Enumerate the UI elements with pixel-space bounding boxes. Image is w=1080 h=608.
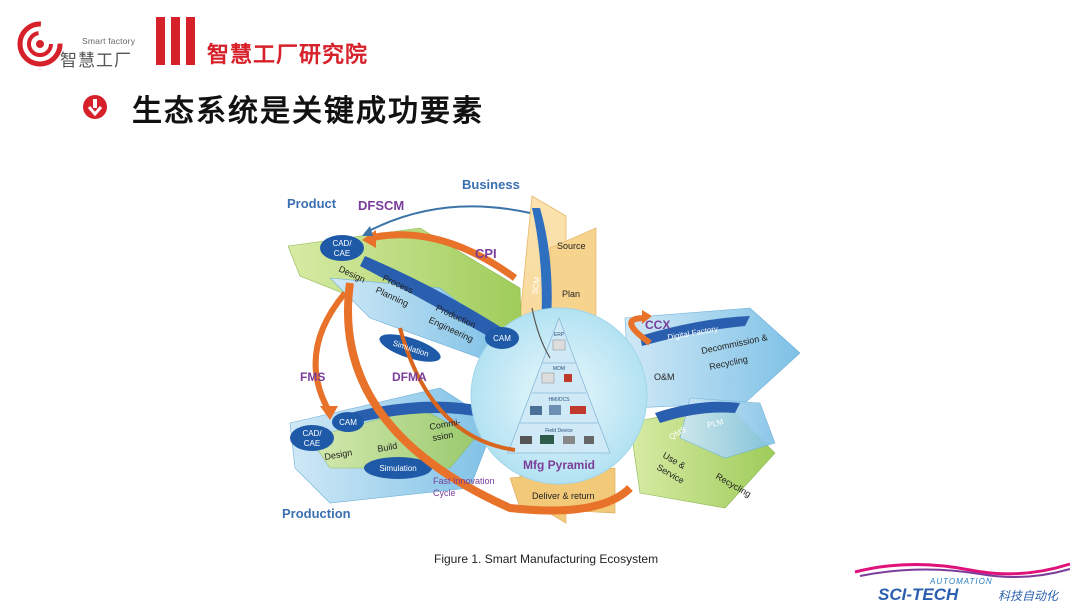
fast-innovation-arrow bbox=[344, 282, 633, 515]
source-label: Source bbox=[557, 241, 586, 251]
title-bullet-icon bbox=[83, 95, 107, 119]
dfma-label: DFMA bbox=[392, 370, 427, 384]
cad-cae-top-line2: CAE bbox=[334, 249, 350, 258]
institute-name: 智慧工厂研究院 bbox=[207, 43, 369, 68]
cam-ellipse-top bbox=[485, 327, 519, 349]
simulation-ellipse-bottom bbox=[364, 457, 432, 479]
field-device-icon-4 bbox=[584, 436, 594, 444]
build-label: Build bbox=[377, 441, 398, 454]
cad-cae-ellipse-bottom bbox=[290, 425, 334, 451]
production-blue-streak bbox=[350, 401, 490, 423]
cam-top-label: CAM bbox=[493, 334, 511, 343]
dfscm-arrow bbox=[364, 205, 531, 234]
fast-innovation-line1: Fast Innovation bbox=[433, 476, 495, 486]
field-device-label: Field Device bbox=[545, 428, 573, 434]
erp-label: ERP bbox=[554, 332, 565, 338]
field-device-icon-3 bbox=[563, 436, 575, 444]
service-blue-streak-bottom bbox=[655, 401, 740, 423]
dfscm-label: DFSCM bbox=[358, 198, 404, 213]
deliver-return-label: Deliver & return bbox=[532, 491, 595, 501]
dfma-arrow bbox=[398, 327, 516, 452]
brand-automation-text: AUTOMATION bbox=[929, 577, 993, 586]
ccx-label: CCX bbox=[645, 318, 670, 332]
cad-cae-bottom-line1: CAD/ bbox=[302, 429, 322, 438]
mom-label: MOM bbox=[553, 366, 565, 372]
cad-cae-top-line1: CAD/ bbox=[332, 239, 352, 248]
simulation-ellipse-top bbox=[379, 334, 441, 362]
smart-manufacturing-ecosystem-diagram: Business Product DFSCM CPI FMS DFMA CCX … bbox=[282, 177, 801, 524]
cam-ellipse-bottom bbox=[332, 412, 364, 432]
sci-tech-brand-logo: AUTOMATION SCI-TECH 科技自动化 bbox=[854, 562, 1071, 604]
dfscm-arrowhead bbox=[362, 226, 373, 236]
simulation-bottom-label: Simulation bbox=[379, 464, 416, 473]
plan-label: Plan bbox=[562, 289, 580, 299]
design-bottom-label: Design bbox=[324, 447, 353, 462]
field-device-icon-2 bbox=[540, 435, 554, 444]
logo-chinese-text: 智慧工厂 bbox=[60, 51, 132, 71]
erp-device-icon bbox=[552, 339, 566, 351]
figure-caption: Figure 1. Smart Manufacturing Ecosystem bbox=[434, 552, 659, 566]
scm-label: SCM bbox=[530, 276, 542, 295]
field-device-icon bbox=[520, 436, 532, 444]
cpi-label: CPI bbox=[475, 246, 497, 261]
hmi-red-device-icon bbox=[570, 406, 586, 414]
smart-factory-logo bbox=[17, 21, 63, 67]
production-label: Production bbox=[282, 506, 351, 521]
fms-arrowhead bbox=[320, 406, 338, 420]
mom-device-icon bbox=[541, 372, 555, 384]
mom-red-device-icon bbox=[564, 374, 572, 382]
cpi-arrow bbox=[369, 231, 518, 281]
commission-line2: ssion bbox=[432, 429, 454, 442]
fms-arrow bbox=[312, 291, 348, 415]
ccx-arrow bbox=[628, 315, 652, 346]
pyramid-shape bbox=[507, 316, 611, 454]
brand-swoosh-icon bbox=[854, 562, 1071, 576]
product-label: Product bbox=[287, 196, 337, 211]
cad-cae-ellipse-top bbox=[320, 235, 364, 261]
business-label: Business bbox=[462, 177, 520, 192]
product-blue-streak bbox=[360, 256, 510, 343]
cam-bottom-label: CAM bbox=[339, 418, 357, 427]
ccx-arrowhead bbox=[642, 310, 652, 324]
mfg-pyramid-label: Mfg Pyramid bbox=[523, 458, 595, 472]
hmi-dcs-label: HMI/DCS bbox=[548, 397, 570, 403]
fast-innovation-line2: Cycle bbox=[433, 488, 456, 498]
brand-chinese-text: 科技自动化 bbox=[998, 589, 1060, 603]
plm-label: PLM bbox=[706, 417, 725, 430]
hmi-device-icon-2 bbox=[549, 405, 561, 415]
fms-label: FMS bbox=[300, 370, 325, 384]
scm-to-pyramid-arrow bbox=[531, 307, 551, 359]
service-blue-streak-top bbox=[640, 316, 750, 346]
om-label: O&M bbox=[654, 372, 675, 382]
cad-cae-bottom-line2: CAE bbox=[304, 439, 320, 448]
hmi-device-icon bbox=[530, 406, 542, 415]
logo-english-text: Smart factory bbox=[82, 36, 136, 46]
brand-name-text: SCI-TECH bbox=[878, 585, 959, 604]
page-title: 生态系统是关键成功要素 bbox=[132, 94, 484, 129]
red-bars-icon bbox=[156, 17, 195, 65]
